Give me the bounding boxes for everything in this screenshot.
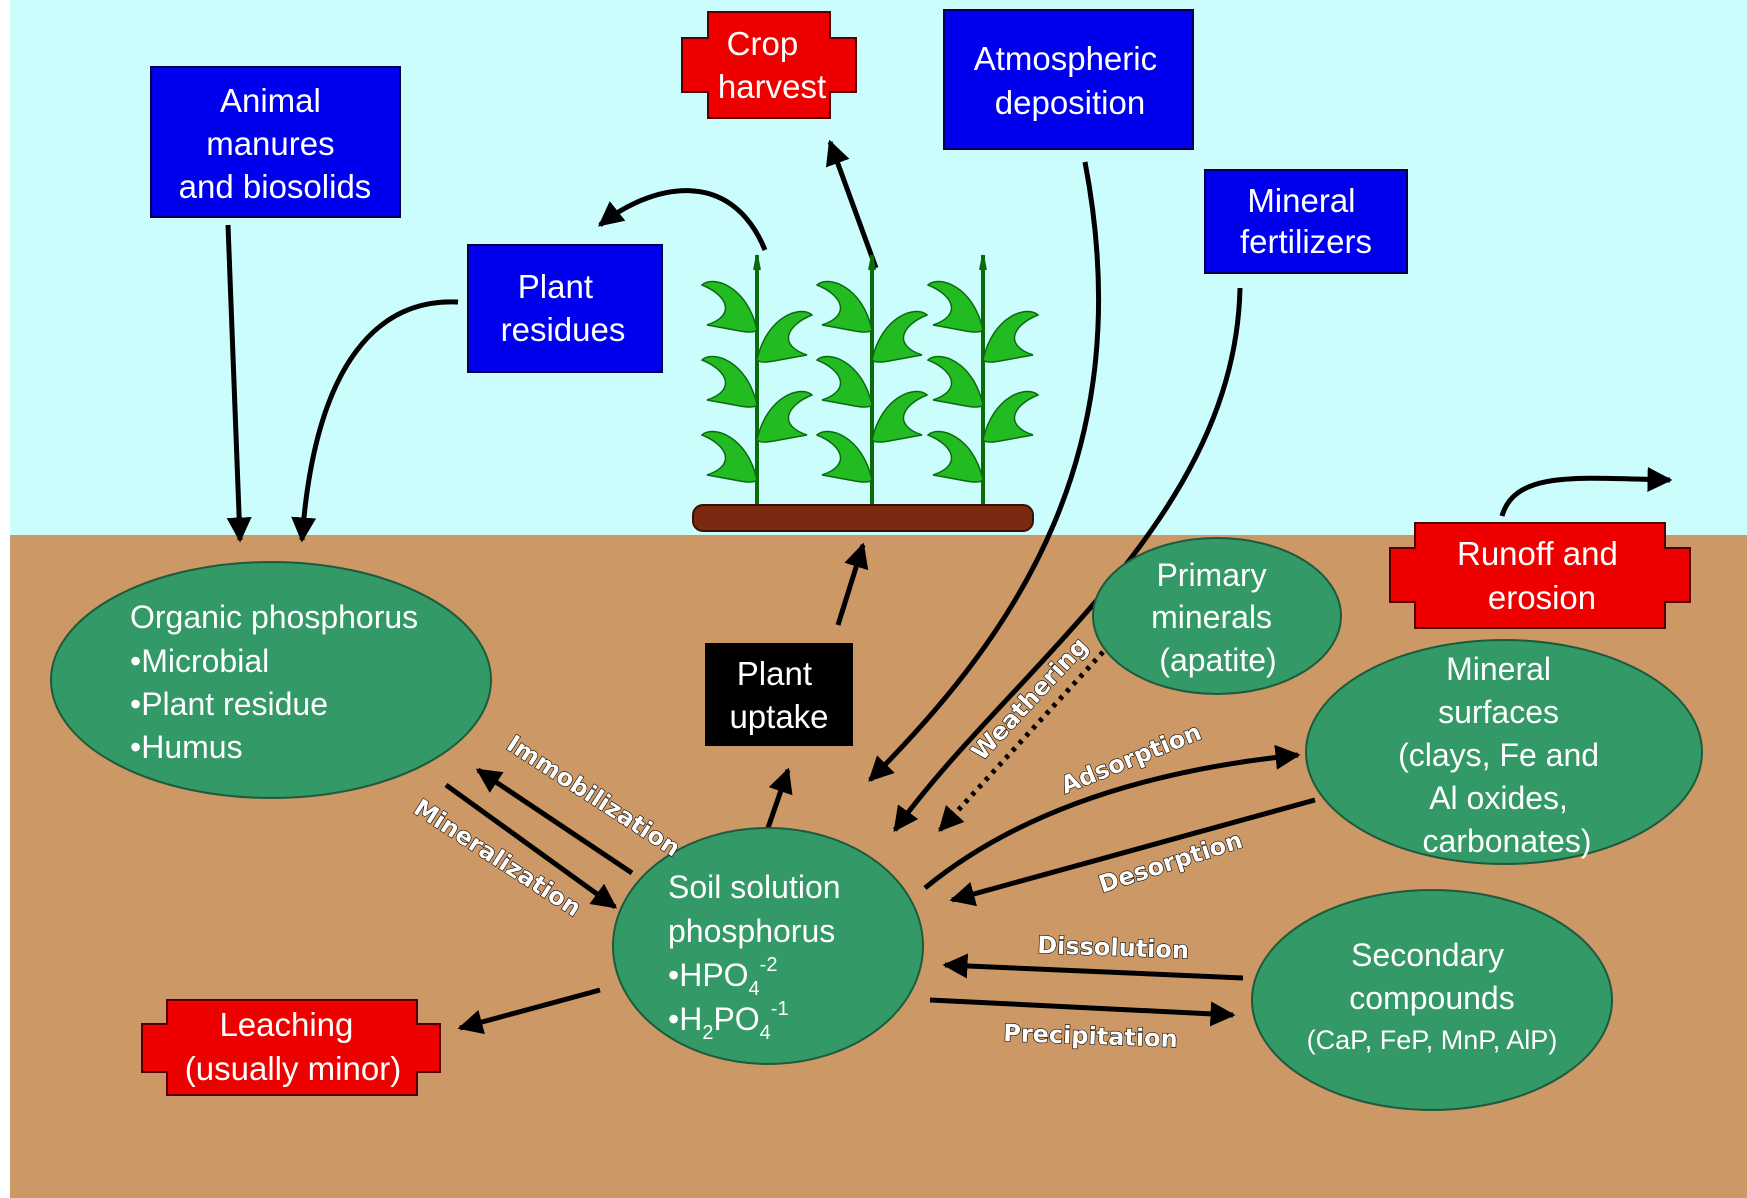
ground-strip	[692, 504, 1034, 532]
soil-solution-pool: Soil solution phosphorus •HPO4-2 •H2PO4-…	[612, 827, 924, 1065]
organic-phosphorus-pool: Organic phosphorus •Microbial •Plant res…	[50, 561, 492, 799]
runoff-line2: erosion	[1488, 579, 1596, 616]
surfaces-line4: Al oxides,	[1429, 780, 1568, 816]
atmospheric-line1: Atmospheric	[974, 40, 1157, 77]
fertilizers-line1: Mineral	[1247, 182, 1355, 219]
corn-plant	[815, 254, 929, 508]
plant-residues-line1: Plant	[518, 268, 593, 305]
svg-text:Plant uptake: Plant uptake	[729, 655, 828, 735]
dissolution-label: Dissolution	[1037, 931, 1190, 964]
svg-text:Organic phosphorus •Micr: Organic phosphorus •Microbial •Plant res…	[130, 599, 427, 765]
surfaces-line5: carbonates)	[1423, 823, 1592, 859]
plant-residues-box: Plant residues	[467, 244, 663, 373]
ion-h2po4: •H2PO4-1	[668, 998, 789, 1044]
runoff-erosion-box: Runoff and erosion	[1389, 522, 1691, 629]
secondary-compounds-pool: Secondary compounds (CaP, FeP, MnP, AlP)	[1251, 889, 1613, 1111]
atmospheric-line2: deposition	[995, 84, 1145, 121]
svg-text:Crop harvest: Crop harvest	[718, 25, 826, 105]
animal-manures-line2: manures	[206, 125, 334, 162]
runoff-arrow	[1499, 467, 1673, 517]
svg-text:Animal manures and: Animal manures and biosolids	[179, 82, 372, 205]
crop-harvest-line1: Crop	[727, 25, 799, 62]
atmospheric-to-solution-arrow	[868, 161, 1101, 782]
organic-title: Organic phosphorus	[130, 599, 418, 635]
secondary-detail: (CaP, FeP, MnP, AlP)	[1307, 1025, 1558, 1055]
organic-item-plant-residue: •Plant residue	[130, 686, 328, 722]
leaching-line2: (usually minor)	[185, 1050, 401, 1087]
svg-text:Runoff and erosion: Runoff and erosion	[1457, 535, 1627, 616]
svg-text:Mineral fertilizers: Mineral fertilizers	[1240, 182, 1372, 260]
primary-line3: (apatite)	[1159, 642, 1276, 678]
primary-line2: minerals	[1151, 599, 1272, 635]
solution-to-leaching-arrow	[457, 987, 601, 1035]
plant-to-residues-arrow	[598, 188, 768, 251]
solution-title-line1: Soil solution	[668, 869, 841, 905]
surfaces-line3: (clays, Fe and	[1398, 737, 1599, 773]
mineral-surfaces-pool: Mineral surfaces (clays, Fe and Al oxide…	[1305, 639, 1703, 865]
primary-line1: Primary	[1156, 557, 1266, 593]
primary-minerals-pool: Primary minerals (apatite)	[1092, 537, 1342, 695]
precipitation-label: Precipitation	[1003, 1019, 1178, 1053]
immobilization-arrow	[475, 767, 634, 876]
uptake-to-plant-arrow	[835, 542, 869, 626]
svg-text:Mineral surfaces (: Mineral surfaces (clays, Fe and Al oxide…	[1398, 651, 1608, 859]
crop-harvest-line2: harvest	[718, 68, 826, 105]
plant-to-harvest-arrow	[825, 139, 879, 269]
residues-to-organic-arrow	[291, 299, 459, 543]
dissolution-arrow	[942, 953, 1244, 981]
atmospheric-deposition-box: Atmospheric deposition	[943, 9, 1194, 150]
animal-manures-box: Animal manures and biosolids	[150, 66, 401, 218]
plant-uptake-line1: Plant	[737, 655, 812, 692]
mineral-fertilizers-box: Mineral fertilizers	[1204, 169, 1408, 274]
secondary-line1: Secondary	[1351, 937, 1504, 973]
solution-to-plant-uptake-arrow	[765, 767, 793, 829]
crop-plants	[700, 254, 1040, 508]
desorption-arrow	[949, 797, 1316, 907]
svg-text:Soil solution phosphorus: Soil solution phosphorus	[668, 869, 849, 949]
fertilizers-line2: fertilizers	[1240, 223, 1372, 260]
surfaces-line2: surfaces	[1438, 694, 1559, 730]
crop-harvest-box: Crop harvest	[681, 11, 857, 119]
plant-residues-line2: residues	[501, 311, 626, 348]
animal-manures-line1: Animal	[220, 82, 321, 119]
leaching-line1: Leaching	[219, 1006, 353, 1043]
organic-item-humus: •Humus	[130, 729, 243, 765]
corn-plant	[700, 254, 814, 508]
animal-manures-line3: and biosolids	[179, 168, 372, 205]
surfaces-line1: Mineral	[1446, 651, 1551, 687]
runoff-line1: Runoff and	[1457, 535, 1618, 572]
plant-uptake-line2: uptake	[729, 698, 828, 735]
svg-text:Atmospheric deposition: Atmospheric deposition	[974, 40, 1167, 121]
secondary-line2: compounds	[1349, 980, 1514, 1016]
adsorption-arrow	[923, 744, 1301, 890]
manures-to-organic-arrow	[225, 224, 252, 543]
leaching-box: Leaching (usually minor)	[141, 999, 441, 1096]
svg-text:Primary minerals (: Primary minerals (apatite)	[1151, 557, 1281, 678]
organic-item-microbial: •Microbial	[130, 643, 269, 679]
plant-uptake-box: Plant uptake	[705, 643, 853, 746]
ion-hpo4: •HPO4-2	[668, 954, 777, 1000]
precipitation-arrow	[929, 997, 1236, 1027]
svg-text:Leaching (usually minor): Leaching (usually minor)	[185, 1006, 401, 1087]
weathering-arrow	[938, 650, 1105, 832]
mineralization-arrow	[444, 782, 618, 910]
corn-plant	[926, 254, 1040, 508]
svg-text:Secondary compounds: Secondary compounds	[1349, 937, 1514, 1016]
svg-text:Plant residues: Plant residues	[501, 268, 626, 348]
solution-title-line2: phosphorus	[668, 913, 835, 949]
flow-arrows	[225, 139, 1673, 1035]
